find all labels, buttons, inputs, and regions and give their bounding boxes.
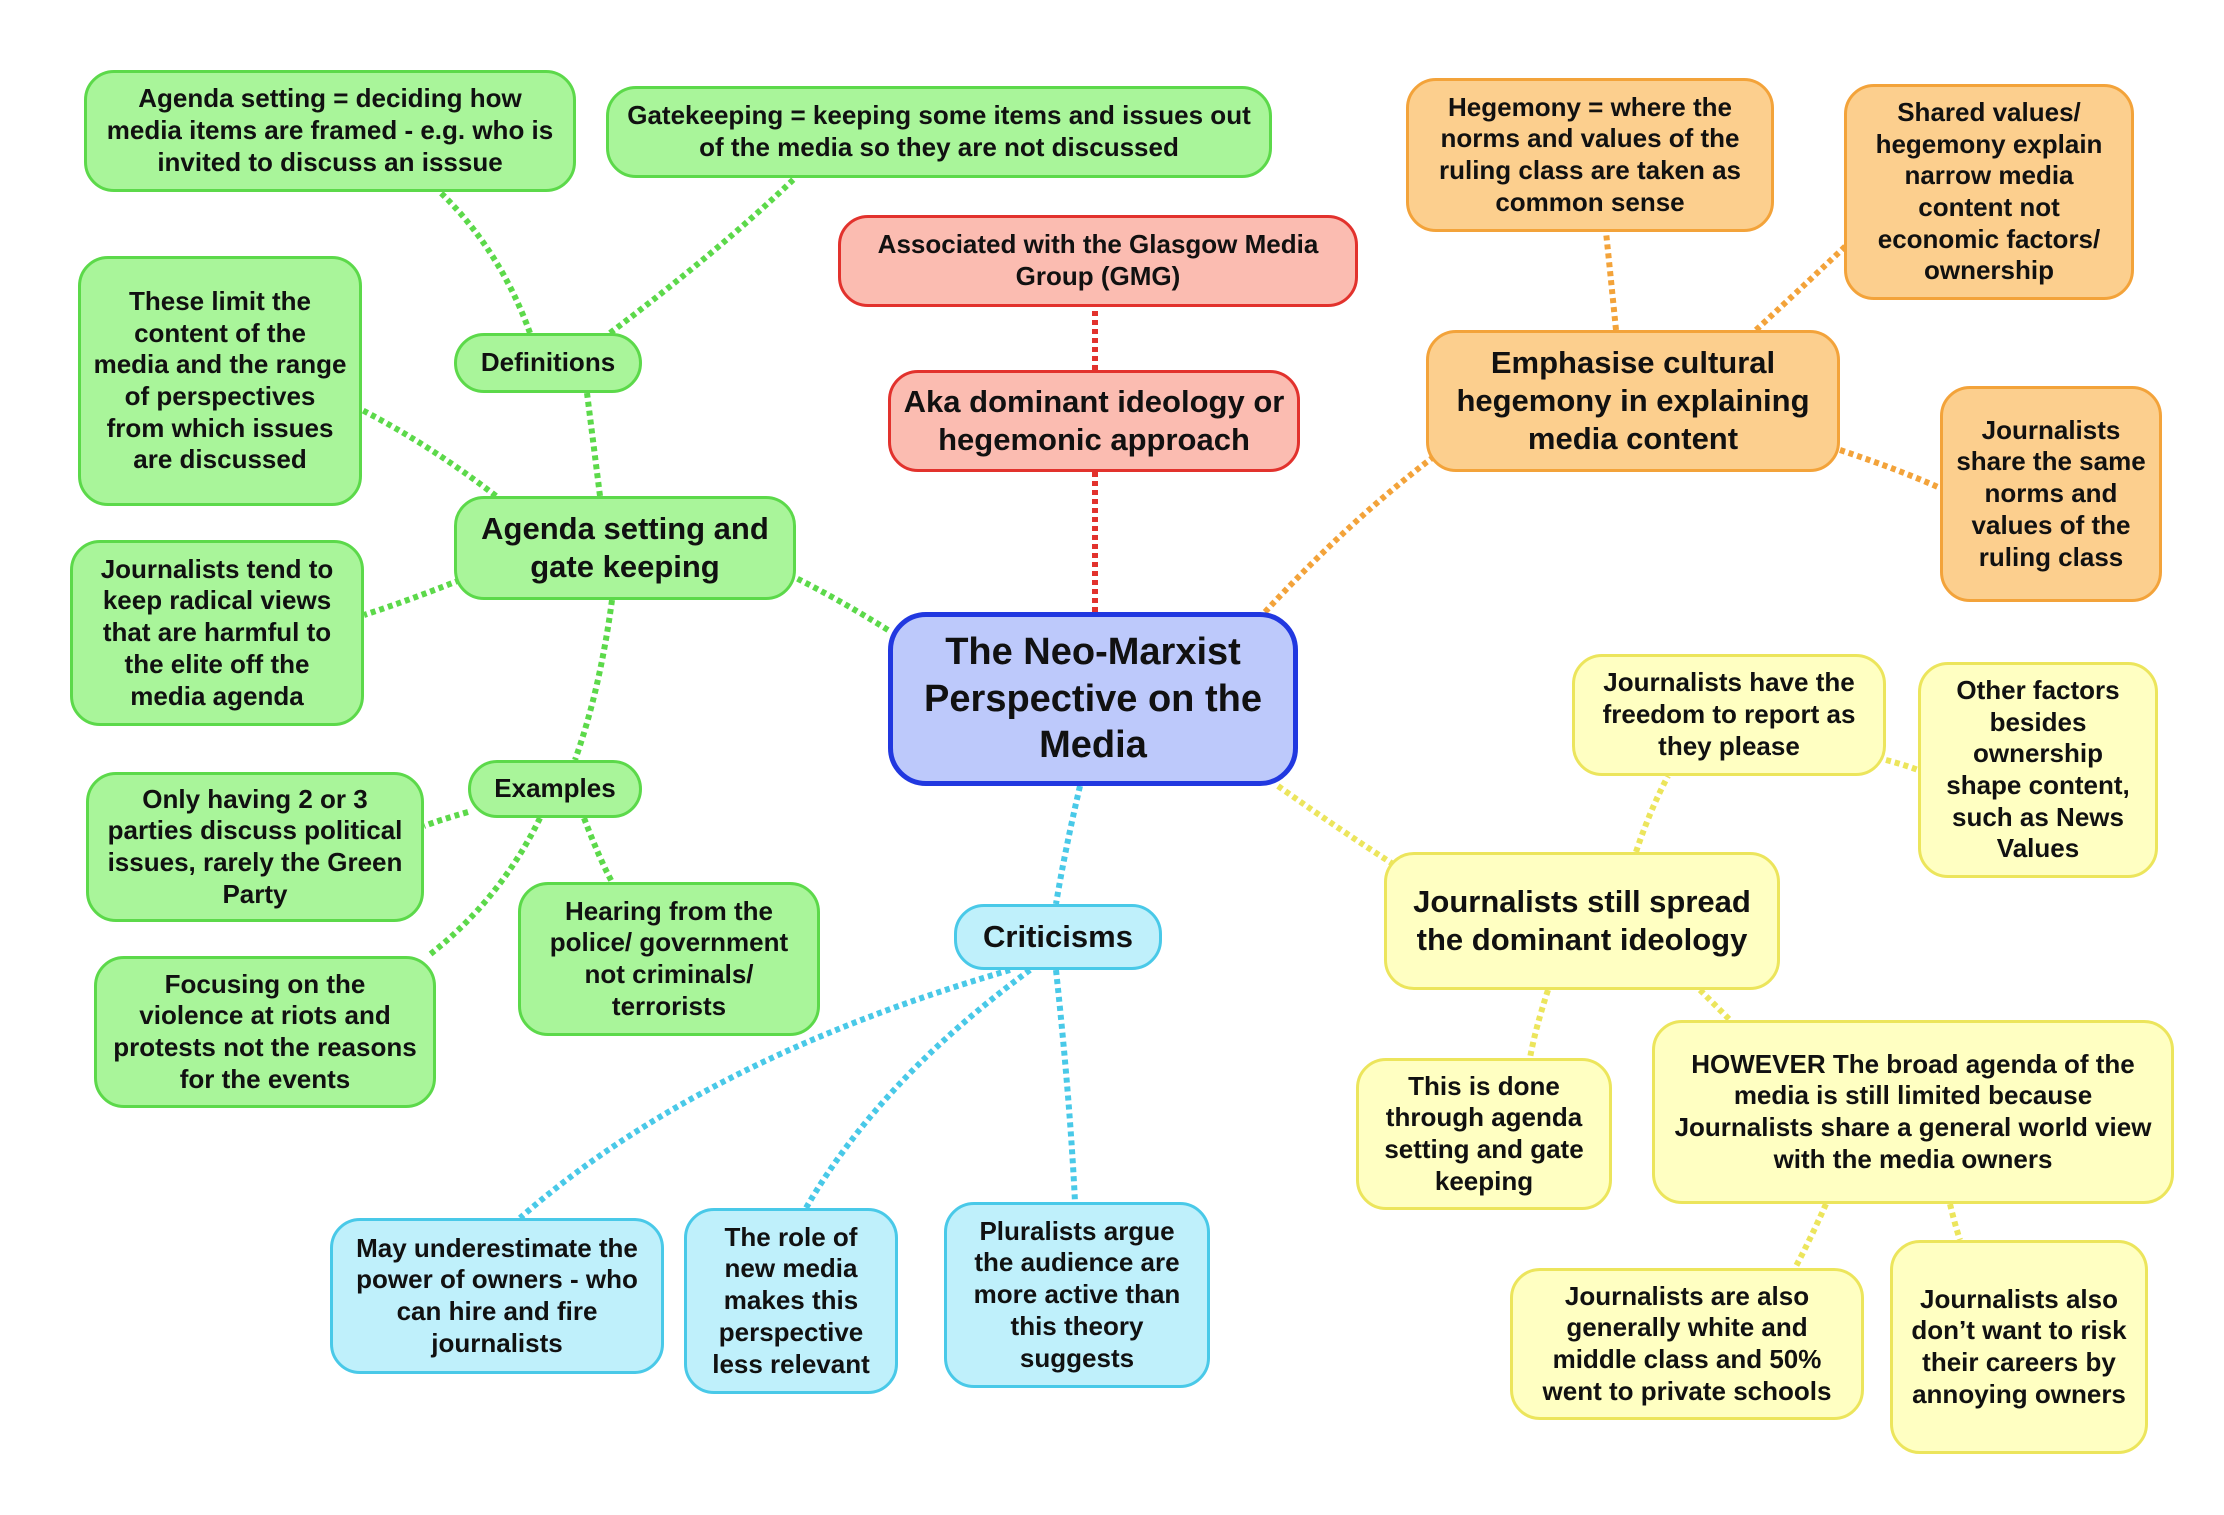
connector-line bbox=[1053, 785, 1083, 905]
however-broad-agenda-node: HOWEVER The broad agenda of the media is… bbox=[1652, 1020, 2174, 1204]
criticisms-node: Criticisms bbox=[954, 904, 1162, 970]
radical-views-node: Journalists tend to keep radical views t… bbox=[70, 540, 364, 726]
connector-line bbox=[803, 967, 1032, 1210]
connector-line bbox=[518, 967, 1011, 1221]
example-parties-node: Only having 2 or 3 parties discuss polit… bbox=[86, 772, 424, 922]
cultural-hegemony-node: Emphasise cultural hegemony in explainin… bbox=[1426, 330, 1840, 472]
connector-line bbox=[1053, 969, 1078, 1203]
criticism-pluralists-node: Pluralists argue the audience are more a… bbox=[944, 1202, 1210, 1388]
connector-line bbox=[422, 809, 469, 829]
connector-line bbox=[1839, 447, 1942, 491]
other-factors-node: Other factors besides ownership shape co… bbox=[1918, 662, 2158, 878]
criticism-new-media-node: The role of new media makes this perspec… bbox=[684, 1208, 898, 1394]
limit-content-node: These limit the content of the media and… bbox=[78, 256, 362, 506]
connector-line bbox=[1792, 1202, 1829, 1270]
connector-line bbox=[1633, 774, 1671, 853]
hegemony-definition-node: Hegemony = where the norms and values of… bbox=[1406, 78, 1774, 232]
connector-line bbox=[1697, 987, 1733, 1023]
connector-line bbox=[1885, 757, 1920, 773]
connector-line bbox=[1753, 237, 1855, 333]
connector-line bbox=[581, 816, 615, 884]
white-middle-class-node: Journalists are also generally white and… bbox=[1510, 1268, 1864, 1420]
definitions-node: Definitions bbox=[454, 333, 642, 393]
connector-line bbox=[360, 407, 498, 499]
example-violence-node: Focusing on the violence at riots and pr… bbox=[94, 956, 436, 1108]
connector-line bbox=[363, 577, 462, 618]
gatekeeping-definition-node: Gatekeeping = keeping some items and iss… bbox=[606, 86, 1272, 178]
done-through-agenda-node: This is done through agenda setting and … bbox=[1356, 1058, 1612, 1210]
agenda-setting-gatekeeping-node: Agenda setting and gate keeping bbox=[454, 496, 796, 600]
connector-line bbox=[1262, 452, 1438, 615]
criticism-owners-node: May underestimate the power of owners - … bbox=[330, 1218, 664, 1374]
journalists-share-norms-node: Journalists share the same norms and val… bbox=[1940, 386, 2162, 602]
risk-careers-node: Journalists also don’t want to risk thei… bbox=[1890, 1240, 2148, 1454]
central-topic: The Neo-Marxist Perspective on the Media bbox=[888, 612, 1298, 786]
connector-line bbox=[1603, 231, 1619, 331]
connector-line bbox=[1947, 1203, 1963, 1241]
shared-values-node: Shared values/ hegemony explain narrow m… bbox=[1844, 84, 2134, 300]
examples-node: Examples bbox=[468, 760, 642, 818]
glasgow-media-group-node: Associated with the Glasgow Media Group … bbox=[838, 215, 1358, 307]
journalists-freedom-node: Journalists have the freedom to report a… bbox=[1572, 654, 1886, 776]
aka-dominant-ideology-node: Aka dominant ideology or hegemonic appro… bbox=[888, 370, 1300, 472]
connector-line bbox=[608, 175, 798, 336]
connector-line bbox=[1276, 783, 1398, 869]
agenda-setting-definition-node: Agenda setting = deciding how media item… bbox=[84, 70, 576, 192]
connector-line bbox=[437, 189, 533, 335]
example-police-node: Hearing from the police/ government not … bbox=[518, 882, 820, 1036]
connector-line bbox=[572, 599, 615, 762]
connector-line bbox=[1527, 989, 1551, 1059]
journalists-spread-ideology-node: Journalists still spread the dominant id… bbox=[1384, 852, 1780, 990]
connector-line bbox=[794, 575, 890, 633]
connector-line bbox=[426, 816, 543, 959]
connector-line bbox=[584, 392, 603, 497]
